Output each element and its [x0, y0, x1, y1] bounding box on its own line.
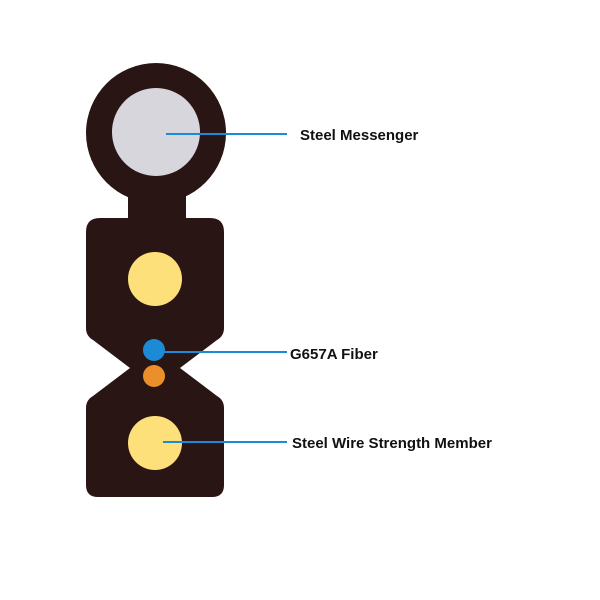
steel-messenger-core [112, 88, 200, 176]
label-strength-member: Steel Wire Strength Member [292, 435, 492, 452]
label-steel-messenger: Steel Messenger [300, 127, 419, 144]
fiber-blue [143, 339, 165, 361]
label-g657a-fiber: G657A Fiber [290, 346, 378, 363]
fiber-orange [143, 365, 165, 387]
upper-strength-member [128, 252, 182, 306]
lower-strength-member [128, 416, 182, 470]
